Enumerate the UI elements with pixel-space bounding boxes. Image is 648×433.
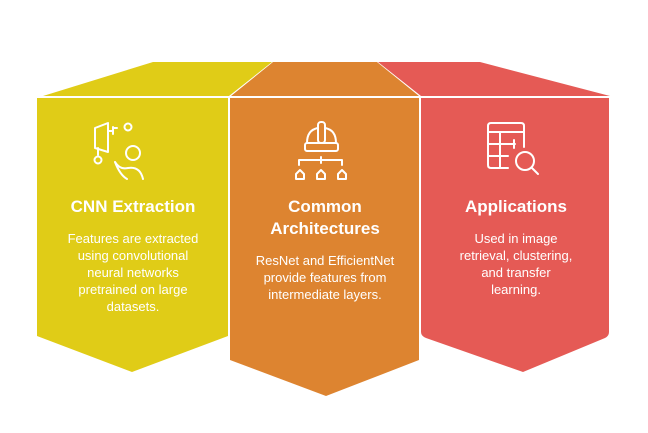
card-common-architectures: Common Architectures ResNet and Efficien… xyxy=(232,196,418,303)
card-title: CNN Extraction xyxy=(70,197,196,216)
yellow-top-facet xyxy=(43,62,272,96)
table-search-icon xyxy=(487,122,539,175)
hardhat-hierarchy-icon xyxy=(295,121,347,180)
card-applications: Applications Used in image retrieval, cl… xyxy=(423,196,609,298)
red-top-facet xyxy=(378,62,610,96)
yellow-card-shape xyxy=(37,98,228,372)
red-card-shape xyxy=(421,98,609,372)
card-title: Common Architectures xyxy=(270,197,380,238)
user-network-icon xyxy=(93,122,144,180)
card-description: Used in image retrieval, clustering, and… xyxy=(459,231,573,297)
card-title: Applications xyxy=(464,197,567,216)
card-description: Features are extracted using convolution… xyxy=(67,231,199,314)
orange-card-shape xyxy=(230,98,419,396)
card-description: ResNet and EfficientNet provide features… xyxy=(255,253,395,302)
card-cnn-extraction: CNN Extraction Features are extracted us… xyxy=(40,196,226,315)
orange-top-facet xyxy=(231,62,419,96)
